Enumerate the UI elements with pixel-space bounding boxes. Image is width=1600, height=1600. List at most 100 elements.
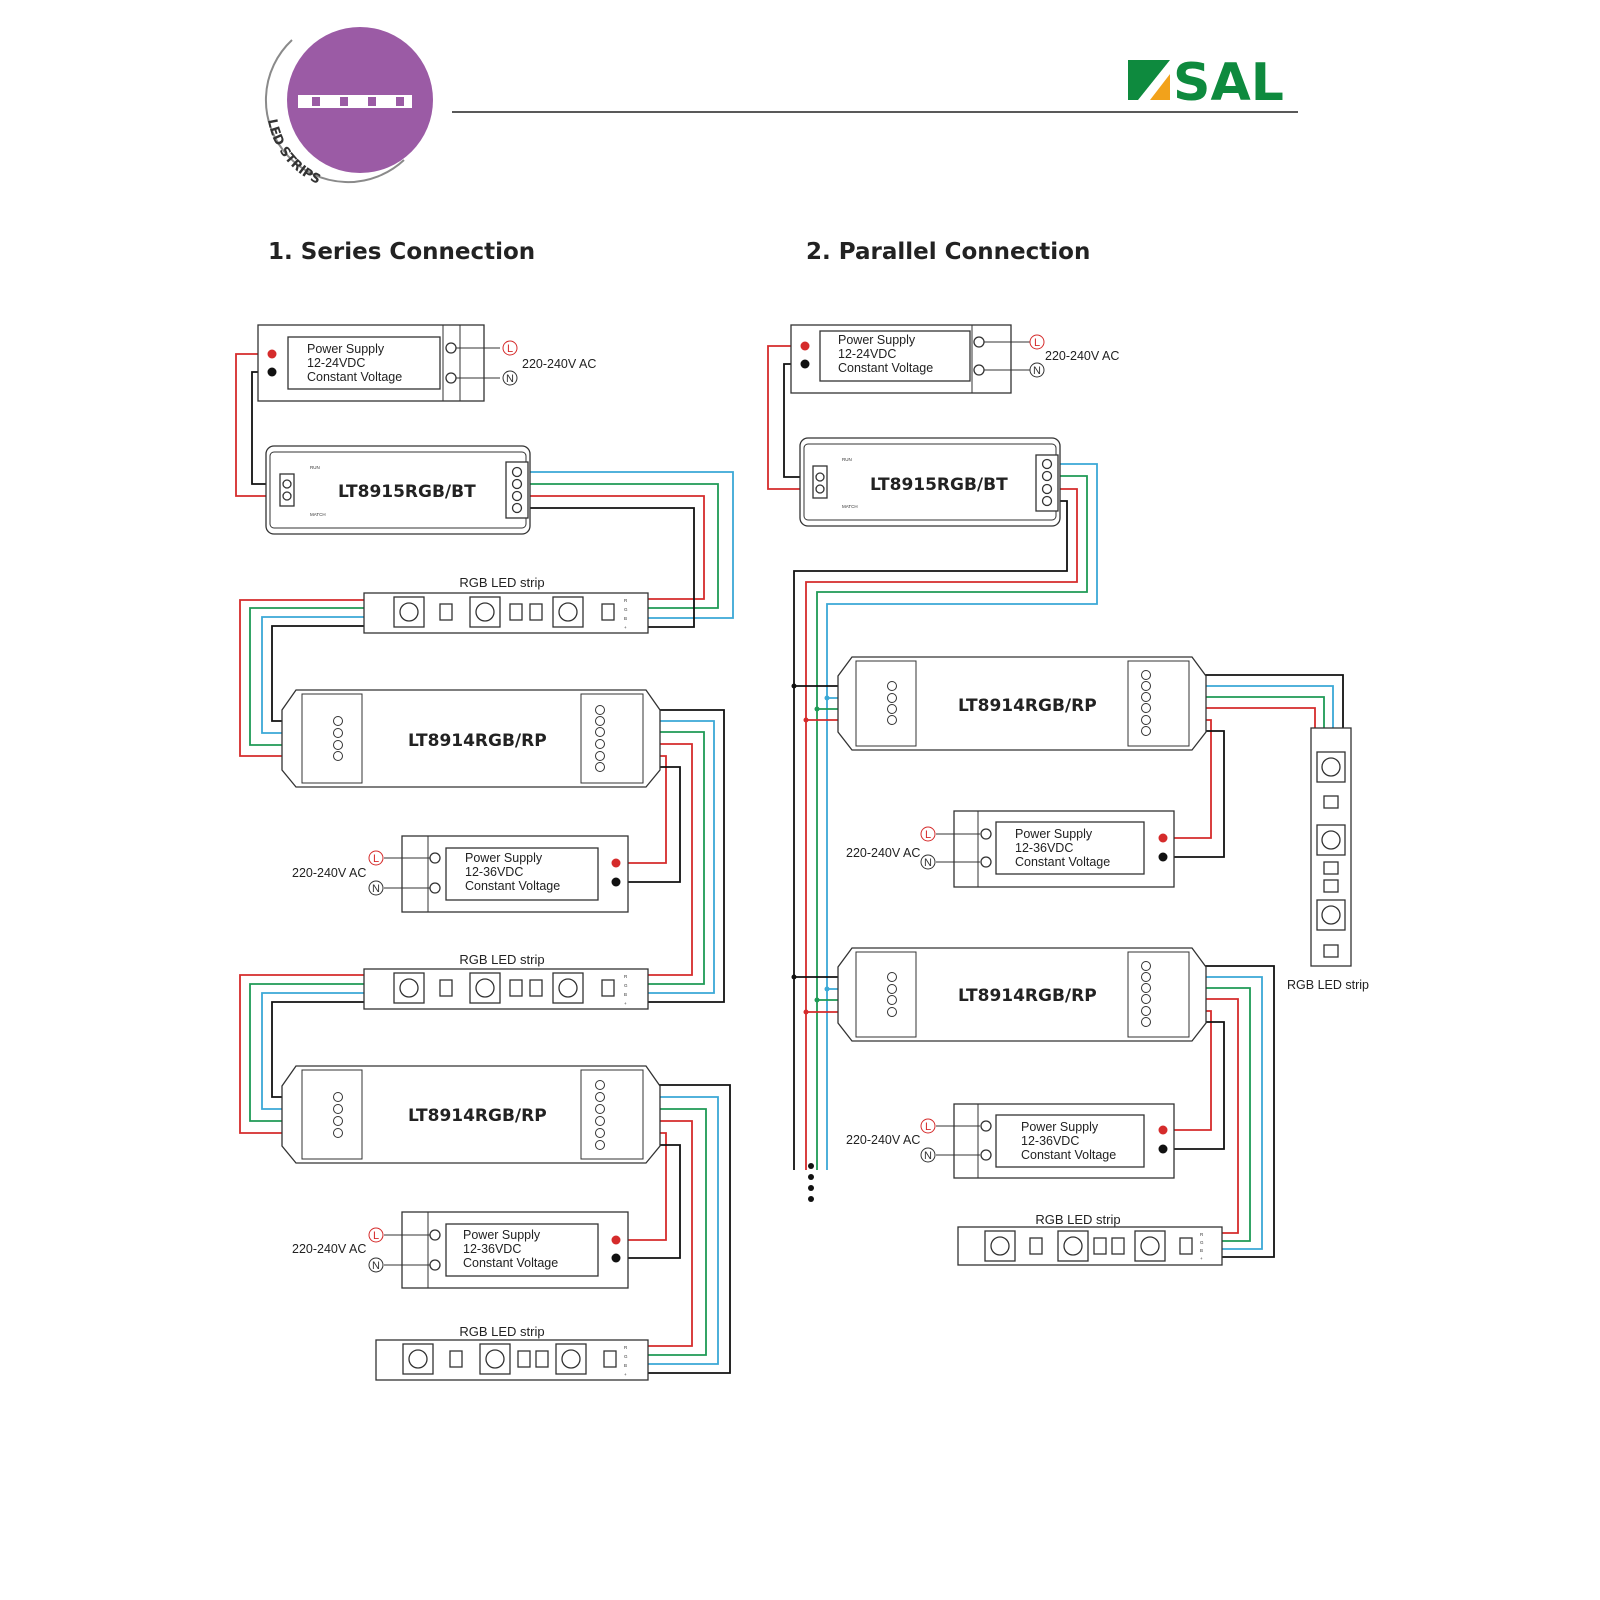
pad-r: R	[624, 1345, 628, 1350]
brand-name: SAL	[1173, 53, 1284, 113]
ac-label: 220-240V AC	[846, 846, 920, 860]
amplifier-series-1: LT8914RGB/RP	[281, 689, 661, 788]
power-supply-series-3: Power Supply 12-36VDC Constant Voltage L…	[292, 1211, 629, 1289]
power-supply-series-1: Power Supply 12-24VDC Constant Voltage L…	[257, 324, 596, 402]
power-supply-parallel-3: Power Supply 12-36VDC Constant Voltage L…	[846, 1103, 1175, 1179]
ps-voltage: 12-24VDC	[838, 347, 896, 361]
amplifier-parallel-2: LT8914RGB/RP	[837, 947, 1207, 1042]
power-supply-parallel-1: Power Supply 12-24VDC Constant Voltage L…	[790, 324, 1119, 394]
ac-label: 220-240V AC	[1045, 349, 1119, 363]
neutral-symbol: N	[1033, 365, 1041, 377]
wire-black	[1146, 674, 1344, 730]
led-strips-badge: LED STRIPS	[264, 27, 433, 188]
ps-title: Power Supply	[838, 333, 916, 347]
wire-blue	[826, 463, 1098, 1170]
ps-voltage: 12-24VDC	[307, 356, 365, 370]
wire-red	[235, 353, 280, 497]
pad-plus: +	[1200, 1256, 1203, 1261]
neutral-symbol: N	[924, 857, 932, 869]
neutral-symbol: N	[372, 1260, 380, 1272]
live-symbol: L	[925, 829, 931, 841]
power-supply-series-2: Power Supply 12-36VDC Constant Voltage L…	[292, 835, 629, 913]
neutral-symbol: N	[506, 373, 514, 385]
amplifier-model: LT8914RGB/RP	[958, 986, 1097, 1006]
amplifier-model: LT8914RGB/RP	[958, 696, 1097, 716]
pad-g: G	[1200, 1240, 1204, 1245]
run-label: RUN	[310, 465, 320, 470]
ps-voltage: 12-36VDC	[1021, 1134, 1079, 1148]
live-symbol: L	[925, 1121, 931, 1133]
ps-title: Power Supply	[1021, 1120, 1099, 1134]
ps-title: Power Supply	[1015, 827, 1093, 841]
ac-label: 220-240V AC	[846, 1133, 920, 1147]
match-label: MATCH	[310, 512, 326, 517]
ps-type: Constant Voltage	[1021, 1148, 1116, 1162]
pad-plus: +	[624, 1372, 627, 1377]
wire-green	[519, 483, 719, 609]
ps-title: Power Supply	[307, 342, 385, 356]
power-supply-parallel-2: Power Supply 12-36VDC Constant Voltage L…	[846, 810, 1175, 888]
ps-title: Power Supply	[465, 851, 543, 865]
strip-label: RGB LED strip	[459, 952, 544, 967]
ac-label: 220-240V AC	[292, 866, 366, 880]
live-symbol: L	[1034, 337, 1040, 349]
pad-b: B	[624, 616, 627, 621]
rgb-led-strip-2: RGB LED strip R G B +	[363, 952, 649, 1010]
strip-label: RGB LED strip	[459, 575, 544, 590]
ac-label: 220-240V AC	[522, 357, 596, 371]
rgb-led-strip-1: RGB LED strip R G B +	[363, 575, 649, 634]
rgb-led-strip-3: RGB LED strip R G B +	[375, 1324, 649, 1381]
wire-black	[519, 507, 695, 628]
ps-voltage: 12-36VDC	[465, 865, 523, 879]
strip-label: RGB LED strip	[1287, 978, 1369, 992]
pad-plus: +	[624, 625, 627, 630]
live-symbol: L	[507, 343, 513, 355]
amplifier-series-2: LT8914RGB/RP	[281, 1065, 661, 1164]
strip-label: RGB LED strip	[459, 1324, 544, 1339]
strip-label: RGB LED strip	[1035, 1212, 1120, 1227]
pad-g: G	[624, 983, 628, 988]
ps-type: Constant Voltage	[1015, 855, 1110, 869]
wire-red	[805, 488, 1078, 1170]
pad-r: R	[624, 974, 628, 979]
match-label: MATCH	[842, 504, 858, 509]
pad-b: B	[624, 992, 627, 997]
pad-g: G	[624, 607, 628, 612]
pad-r: R	[624, 598, 628, 603]
ac-label: 220-240V AC	[292, 1242, 366, 1256]
controller-model: LT8915RGB/BT	[870, 475, 1008, 495]
run-label: RUN	[842, 457, 852, 462]
ps-type: Constant Voltage	[463, 1256, 558, 1270]
controller-series: RUN MATCH LT8915RGB/BT	[265, 445, 531, 535]
wire-green	[816, 475, 1088, 1170]
live-symbol: L	[373, 1230, 379, 1242]
pad-g: G	[624, 1354, 628, 1359]
ps-type: Constant Voltage	[838, 361, 933, 375]
ps-type: Constant Voltage	[465, 879, 560, 893]
ps-type: Constant Voltage	[307, 370, 402, 384]
wire-blue	[519, 471, 734, 619]
controller-parallel: RUN MATCH LT8915RGB/BT	[799, 437, 1061, 527]
wire-red	[519, 495, 705, 600]
controller-model: LT8915RGB/BT	[338, 482, 476, 502]
ps-voltage: 12-36VDC	[1015, 841, 1073, 855]
pad-b: B	[624, 1363, 627, 1368]
pad-plus: +	[624, 1001, 627, 1006]
wire-blue	[1146, 685, 1334, 730]
junction-dots	[791, 683, 830, 1202]
pad-b: B	[1200, 1248, 1203, 1253]
wire-black	[600, 709, 725, 1003]
ps-voltage: 12-36VDC	[463, 1242, 521, 1256]
live-symbol: L	[373, 853, 379, 865]
amplifier-model: LT8914RGB/RP	[408, 731, 547, 751]
sal-logo: SAL	[1128, 53, 1284, 113]
rgb-led-strip-parallel-bottom: RGB LED strip R G B +	[957, 1212, 1223, 1266]
ps-title: Power Supply	[463, 1228, 541, 1242]
wire-black	[1146, 965, 1275, 1258]
wire-black	[600, 1084, 731, 1374]
amplifier-parallel-1: LT8914RGB/RP	[837, 656, 1207, 751]
neutral-symbol: N	[372, 883, 380, 895]
neutral-symbol: N	[924, 1150, 932, 1162]
amplifier-model: LT8914RGB/RP	[408, 1106, 547, 1126]
